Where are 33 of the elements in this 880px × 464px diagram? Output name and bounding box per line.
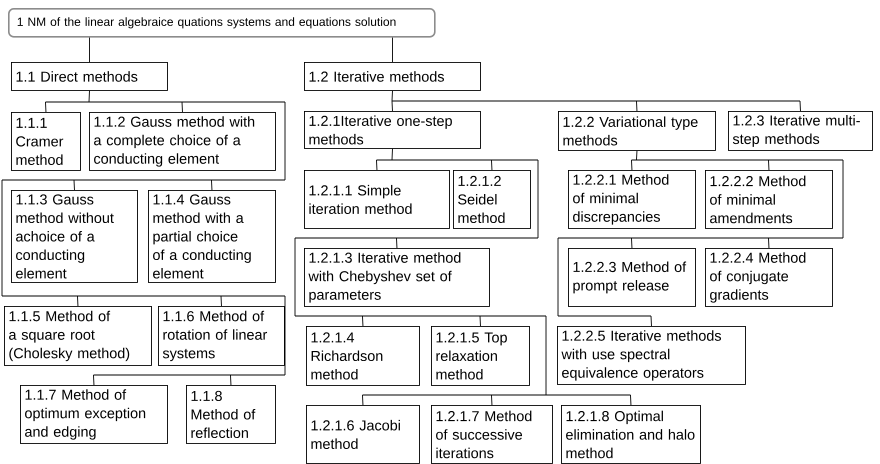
connector-line (2, 90, 286, 386)
method-box: 1.2.2.3 Method of prompt release (568, 248, 696, 307)
method-box: 1.2.1.6 Jacobi method (306, 405, 420, 464)
method-box: 1.1.3 Gauss method without achoice of a conducting element (11, 190, 138, 283)
method-box: 1.2.1.8 Optimal elimination and halo method (561, 405, 701, 464)
connector-line (89, 37, 90, 62)
method-box: 1.2 Iterative methods (304, 62, 481, 91)
method-box: 1.1.4 Gauss method with a partial choice of a conducting element (148, 190, 276, 283)
method-box: 1.1 Direct methods (11, 62, 168, 91)
method-box: 1.2.1.2 Seidel method (453, 170, 531, 229)
method-box: 1.1.6 Method of rotation of linear systems (158, 306, 285, 366)
method-box: 1.2.2.2 Method of minimal amendments (705, 170, 833, 229)
method-box: 1.2.1.5 Top relaxation method (431, 326, 530, 386)
connector-line (392, 90, 801, 112)
method-box: 1.2.2.4 Method of conjugate gradients (705, 248, 833, 307)
method-box: 1.2.2 Variational type methods (558, 111, 716, 151)
method-box: 1.2.1.7 Method of successive iterations (431, 405, 553, 464)
method-box: 1.2.1.3 Iterative method with Chebyshev set of parameters (304, 248, 490, 307)
method-box: 1.1.2 Gauss method with a complete choice of a conducting element (89, 112, 276, 171)
method-box: 1.2.1.4 Richardson method (306, 326, 420, 386)
connector-line (392, 37, 393, 62)
method-box: 1.1.8 Method of reflection (186, 385, 276, 444)
method-box: 1.2.2.1 Method of minimal discrepancies (568, 170, 696, 229)
connector-line (558, 150, 844, 326)
connector-line (294, 148, 632, 406)
method-box: 1.1.5 Method of a square root (Cholesky method) (4, 306, 152, 366)
title-box: 1 NM of the linear algebraice quations systems and equations solution (8, 8, 436, 38)
method-box: 1.2.2.5 Iterative methods with use spectral equivalence operators (557, 326, 746, 385)
method-box: 1.1.7 Method of optimum exception and edging (20, 385, 168, 444)
method-box: 1.2.1Iterative one-step methods (304, 111, 481, 149)
method-box: 1.1.1 Cramer method (11, 112, 81, 171)
method-box: 1.2.1.1 Simple iteration method (304, 170, 450, 229)
method-box: 1.2.3 Iterative multi-step methods (728, 111, 873, 151)
